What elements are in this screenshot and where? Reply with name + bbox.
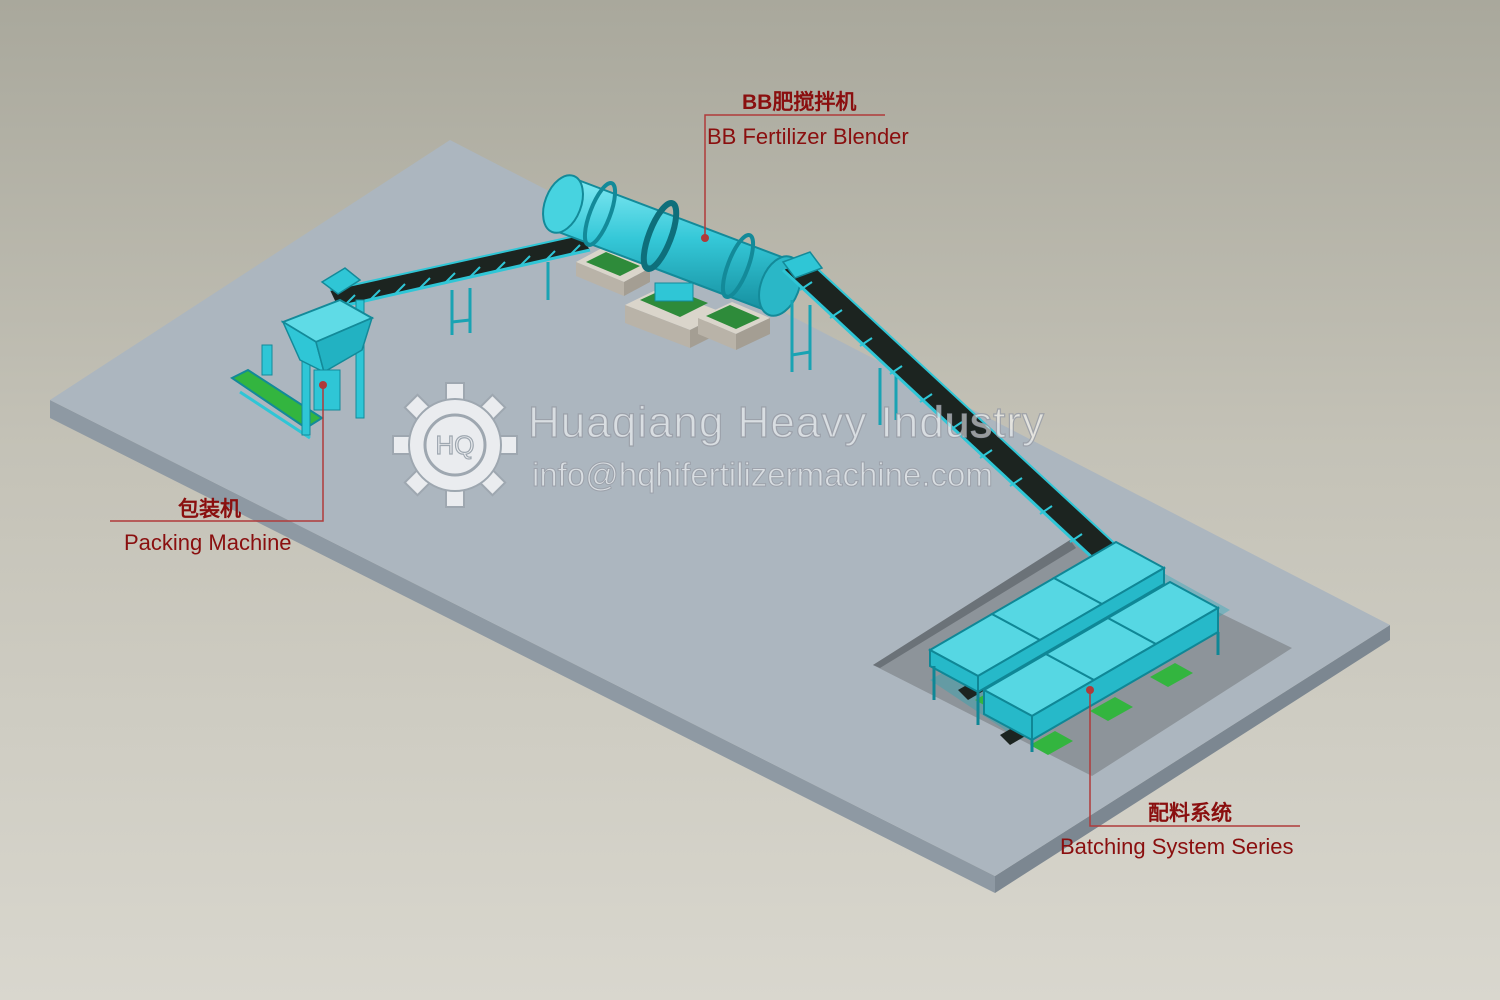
conveyor-to-packing xyxy=(320,234,591,335)
logo-monogram: HQ xyxy=(436,430,475,460)
blender-drum-inlet-end xyxy=(542,174,584,234)
leader-dot-icon xyxy=(1086,686,1094,694)
motor-base xyxy=(706,305,760,329)
leader-dot-icon xyxy=(701,234,709,242)
packing-outfeed-conveyor xyxy=(230,368,324,430)
foundation-block-side xyxy=(576,262,624,296)
conveyor-to-blender xyxy=(781,251,1166,604)
label-packing-cn: 包装机 xyxy=(178,498,241,521)
label-packing-en: Packing Machine xyxy=(124,530,292,555)
blender-riding-ring xyxy=(582,180,618,248)
floor-slab-front-edge xyxy=(50,400,995,893)
batching-feeder xyxy=(1150,663,1193,687)
foundation-block-side xyxy=(698,318,736,350)
drive-motor xyxy=(654,282,694,302)
conveyor-belt xyxy=(783,262,1165,602)
leader-line-batching xyxy=(1089,690,1300,827)
conveyor-truss xyxy=(344,244,581,306)
conveyor-head xyxy=(781,251,824,279)
conveyor-rail xyxy=(329,234,581,291)
label-batching-cn: 配料系统 xyxy=(1148,802,1232,825)
conveyor-rail xyxy=(809,261,1166,591)
blender-riding-ring xyxy=(720,232,756,300)
label-blender-en: BB Fertilizer Blender xyxy=(707,124,909,149)
batching-legs xyxy=(932,632,1220,752)
hopper-bin-row-back-sides xyxy=(929,566,1165,694)
blender-foundations xyxy=(576,248,770,350)
watermark-email: info@hqhifertilizermachine.com xyxy=(532,456,994,494)
leader-dot-icon xyxy=(319,381,327,389)
packing-weigher xyxy=(313,369,341,411)
batching-feeder xyxy=(1090,697,1133,721)
conveyor-head xyxy=(320,267,362,295)
leader-dots xyxy=(319,234,1094,694)
label-blender-cn: BB肥搅拌机 xyxy=(742,91,857,114)
packing-outfeed-rail xyxy=(239,390,311,440)
gear-logo-icon: HQ xyxy=(392,382,518,508)
conveyor-rail xyxy=(781,268,1142,604)
foundation-block-side xyxy=(625,305,690,348)
leader-line-blender xyxy=(704,114,885,238)
watermark-company: Huaqiang Heavy Industry xyxy=(527,397,1046,447)
conveyor-leg xyxy=(451,318,471,324)
blender-gear-ring xyxy=(640,200,680,272)
packing-control-box xyxy=(261,344,273,376)
batching-feeder xyxy=(1030,731,1073,755)
packing-hopper-side xyxy=(315,316,374,374)
hopper-bin-side xyxy=(977,566,1165,694)
motor-base xyxy=(586,252,640,276)
packing-frame-right xyxy=(355,299,365,419)
foundation-block-side xyxy=(736,318,770,350)
batching-system xyxy=(927,540,1230,755)
foundation-block-side xyxy=(624,268,650,296)
conveyor-truss xyxy=(799,281,1113,571)
leader-line-packing xyxy=(110,385,324,522)
label-batching-en: Batching System Series xyxy=(1060,834,1294,859)
conveyor-belt xyxy=(330,235,590,307)
conveyor-leg xyxy=(791,350,811,357)
packing-machine xyxy=(230,298,375,440)
leader-lines xyxy=(110,114,1300,827)
conveyor-rail xyxy=(337,248,591,309)
hopper-bin-row-front xyxy=(981,580,1221,718)
batching-pit-wall xyxy=(873,540,1076,668)
